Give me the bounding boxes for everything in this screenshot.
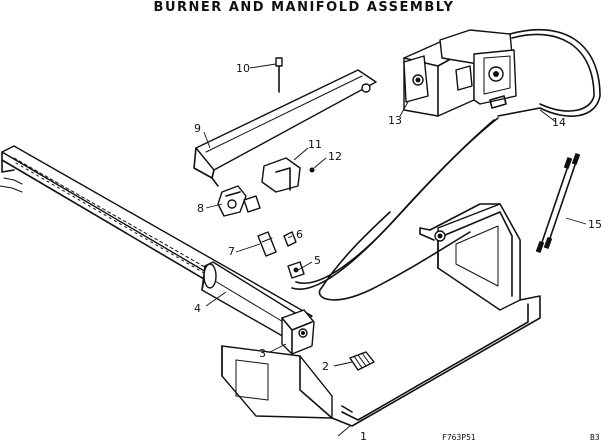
page-code: B3 xyxy=(590,433,600,442)
callout-1: 1 xyxy=(360,430,367,443)
callout-7: 7 xyxy=(228,245,235,258)
pilot-assembly xyxy=(261,157,315,193)
tubing xyxy=(291,28,601,301)
callout-15: 15 xyxy=(588,218,602,231)
callout-2: 2 xyxy=(322,360,329,373)
callout-14: 14 xyxy=(552,116,566,129)
burner-bracket xyxy=(221,345,333,419)
callout-4: 4 xyxy=(194,302,201,315)
pilot-bracket xyxy=(193,69,377,187)
callout-6: 6 xyxy=(296,228,303,241)
orifice-fitting xyxy=(349,351,375,371)
main-frame xyxy=(331,203,541,427)
diagram-title: BURNER AND MANIFOLD ASSEMBLY xyxy=(153,0,455,15)
wire-leads xyxy=(535,152,581,254)
gas-valve xyxy=(403,29,517,117)
callout-9: 9 xyxy=(194,122,201,135)
orifice-holder xyxy=(257,231,305,279)
callout-3: 3 xyxy=(259,347,266,360)
callout-labels: 1 2 3 4 5 6 7 8 9 10 11 12 13 14 15 F763… xyxy=(194,62,602,443)
drawing-code: F763P51 xyxy=(442,433,476,442)
thermocouple-clip xyxy=(217,185,261,217)
callout-11: 11 xyxy=(308,138,322,151)
burner-pan xyxy=(201,261,301,339)
callout-10: 10 xyxy=(236,62,250,75)
callout-5: 5 xyxy=(314,254,321,267)
callout-12: 12 xyxy=(328,150,342,163)
leader-lines xyxy=(203,63,587,437)
screw xyxy=(275,57,283,93)
callout-8: 8 xyxy=(197,202,204,215)
callout-13: 13 xyxy=(388,114,402,127)
burner-head xyxy=(281,309,315,355)
